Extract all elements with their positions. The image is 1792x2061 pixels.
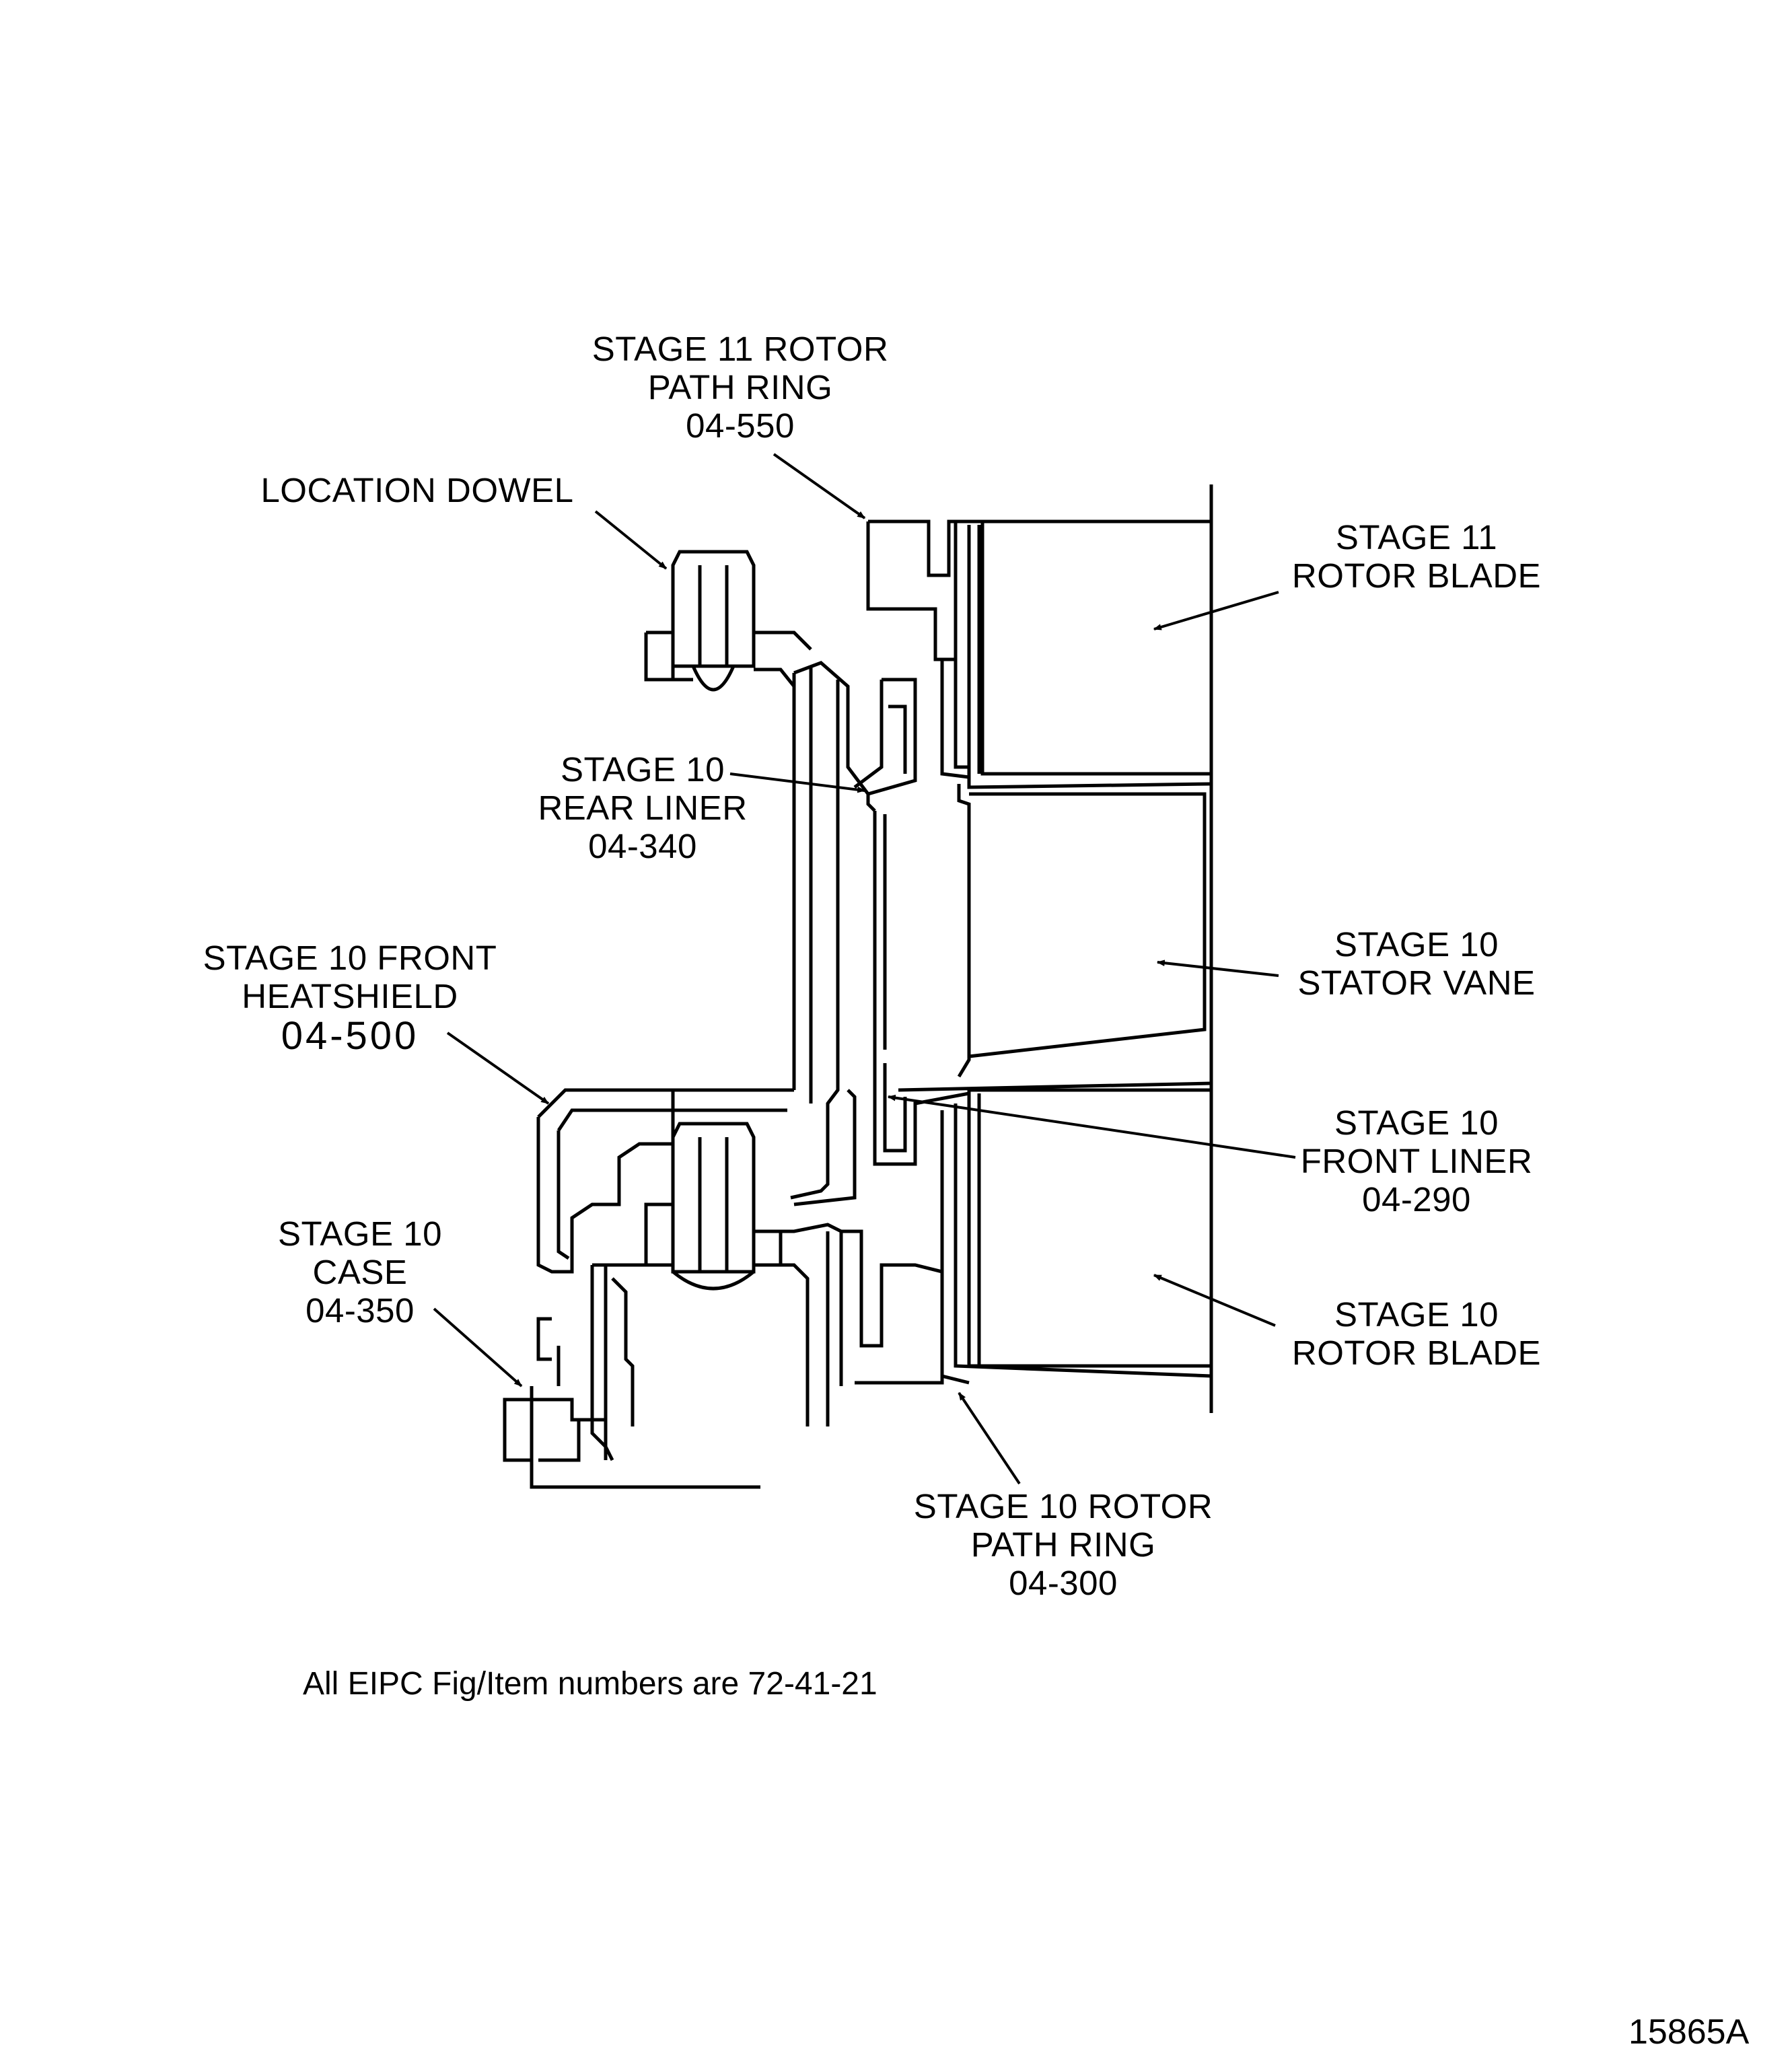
label-stage10-path-ring: STAGE 10 ROTOR PATH RING 04-300 (902, 1487, 1225, 1602)
leader-stator-vane (1156, 960, 1279, 977)
label-stage10-rotor-blade: STAGE 10 ROTOR BLADE (1265, 1295, 1568, 1372)
stage10-vane-outline (968, 792, 1207, 1058)
leader-location-dowel (594, 510, 668, 570)
stage11-blade-outline (980, 519, 1211, 776)
label-line: FRONT LINER (1300, 1142, 1533, 1180)
label-line: STAGE 11 ROTOR (592, 330, 889, 368)
front-liner (873, 1050, 970, 1166)
leader-case (433, 1307, 523, 1387)
label-line: PATH RING (647, 368, 833, 406)
label-line: PATH RING (970, 1525, 1156, 1564)
label-line: STAGE 10 (1334, 1104, 1499, 1142)
stage10-path-ring (839, 1229, 944, 1386)
label-stator-vane: STAGE 10 STATOR VANE (1265, 925, 1568, 1002)
label-line: LOCATION DOWEL (260, 471, 574, 509)
label-stage11-rotor-blade: STAGE 11 ROTOR BLADE (1265, 518, 1568, 595)
stage10-case (590, 1265, 614, 1461)
label-line: ROTOR BLADE (1291, 556, 1542, 595)
label-location-dowel: LOCATION DOWEL (242, 471, 592, 509)
leader-front-liner (887, 1094, 1296, 1159)
label-line: STAGE 10 (561, 750, 725, 789)
label-line: HEATSHIELD (242, 977, 458, 1015)
label-line: 04-340 (588, 827, 697, 865)
leader-stage11-path-ring (773, 453, 866, 519)
label-line: STAGE 10 (278, 1215, 442, 1253)
leader-stage10-path-ring (958, 1391, 1021, 1485)
leader-front-heatshield (446, 1032, 550, 1105)
figure-number: 15865A (1628, 2013, 1750, 2052)
label-line: CASE (312, 1253, 408, 1291)
label-line: 04-290 (1362, 1180, 1471, 1219)
label-line: 04-500 (281, 1014, 419, 1058)
lower-dowel (671, 1122, 756, 1274)
label-line: 04-350 (306, 1291, 415, 1330)
eipc-footnote: All EIPC Fig/Item numbers are 72-41-21 (303, 1666, 877, 1702)
label-line: ROTOR BLADE (1291, 1334, 1542, 1372)
upper-dowel (671, 550, 756, 668)
label-line: STAGE 11 (1335, 518, 1498, 556)
label-stage11-path-ring: STAGE 11 ROTOR PATH RING 04-550 (579, 330, 902, 445)
leader-stage11-rotor-blade (1153, 591, 1279, 630)
label-front-heatshield: STAGE 10 FRONT HEATSHIELD 04-500 (175, 939, 525, 1057)
label-stage10-case: STAGE 10 CASE 04-350 (242, 1215, 478, 1330)
label-rear-liner: STAGE 10 REAR LINER 04-340 (511, 750, 774, 865)
leader-rear-liner (729, 772, 866, 793)
label-line: 04-300 (1009, 1564, 1118, 1602)
label-line: STAGE 10 FRONT (203, 939, 497, 977)
label-front-liner: STAGE 10 FRONT LINER 04-290 (1265, 1104, 1568, 1219)
leader-stage10-rotor-blade (1153, 1274, 1276, 1327)
label-line: STAGE 10 (1334, 925, 1499, 964)
stage10-blade-outline (967, 1088, 1211, 1368)
label-line: STAGE 10 (1334, 1295, 1499, 1334)
label-line: STATOR VANE (1297, 964, 1536, 1002)
front-heatshield (537, 1088, 794, 1118)
label-line: 04-550 (686, 406, 795, 445)
label-line: REAR LINER (538, 789, 748, 827)
heatshield-web (793, 661, 869, 795)
label-line: STAGE 10 ROTOR (913, 1487, 1213, 1525)
stage11-path-ring (868, 519, 982, 577)
rear-liner (866, 678, 917, 812)
